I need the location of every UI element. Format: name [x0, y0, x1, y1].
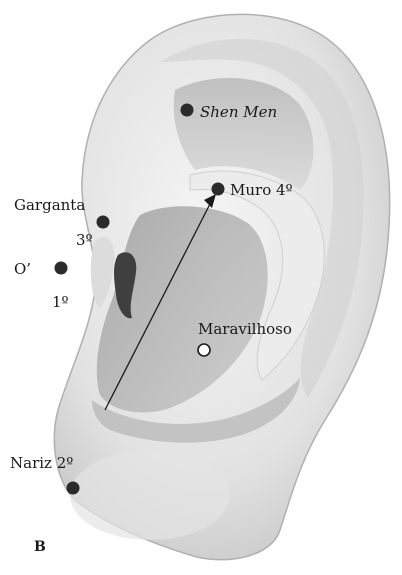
point-maravilhoso: [198, 344, 210, 356]
point-o-prime: [55, 262, 68, 275]
label-o-prime: O’: [14, 262, 31, 277]
label-garganta-order: 3º: [76, 233, 93, 248]
point-muro: [212, 183, 225, 196]
earlobe: [70, 450, 230, 540]
figure-letter: B: [34, 540, 46, 554]
label-shen-men: Shen Men: [200, 105, 277, 120]
label-nariz: Nariz 2º: [10, 456, 73, 471]
point-shen-men: [181, 104, 194, 117]
label-muro: Muro 4º: [230, 183, 293, 198]
point-garganta: [97, 216, 110, 229]
label-maravilhoso: Maravilhoso: [198, 322, 292, 337]
label-garganta: Garganta: [14, 198, 85, 213]
label-o-prime-order: 1º: [52, 295, 69, 310]
point-nariz: [67, 482, 80, 495]
